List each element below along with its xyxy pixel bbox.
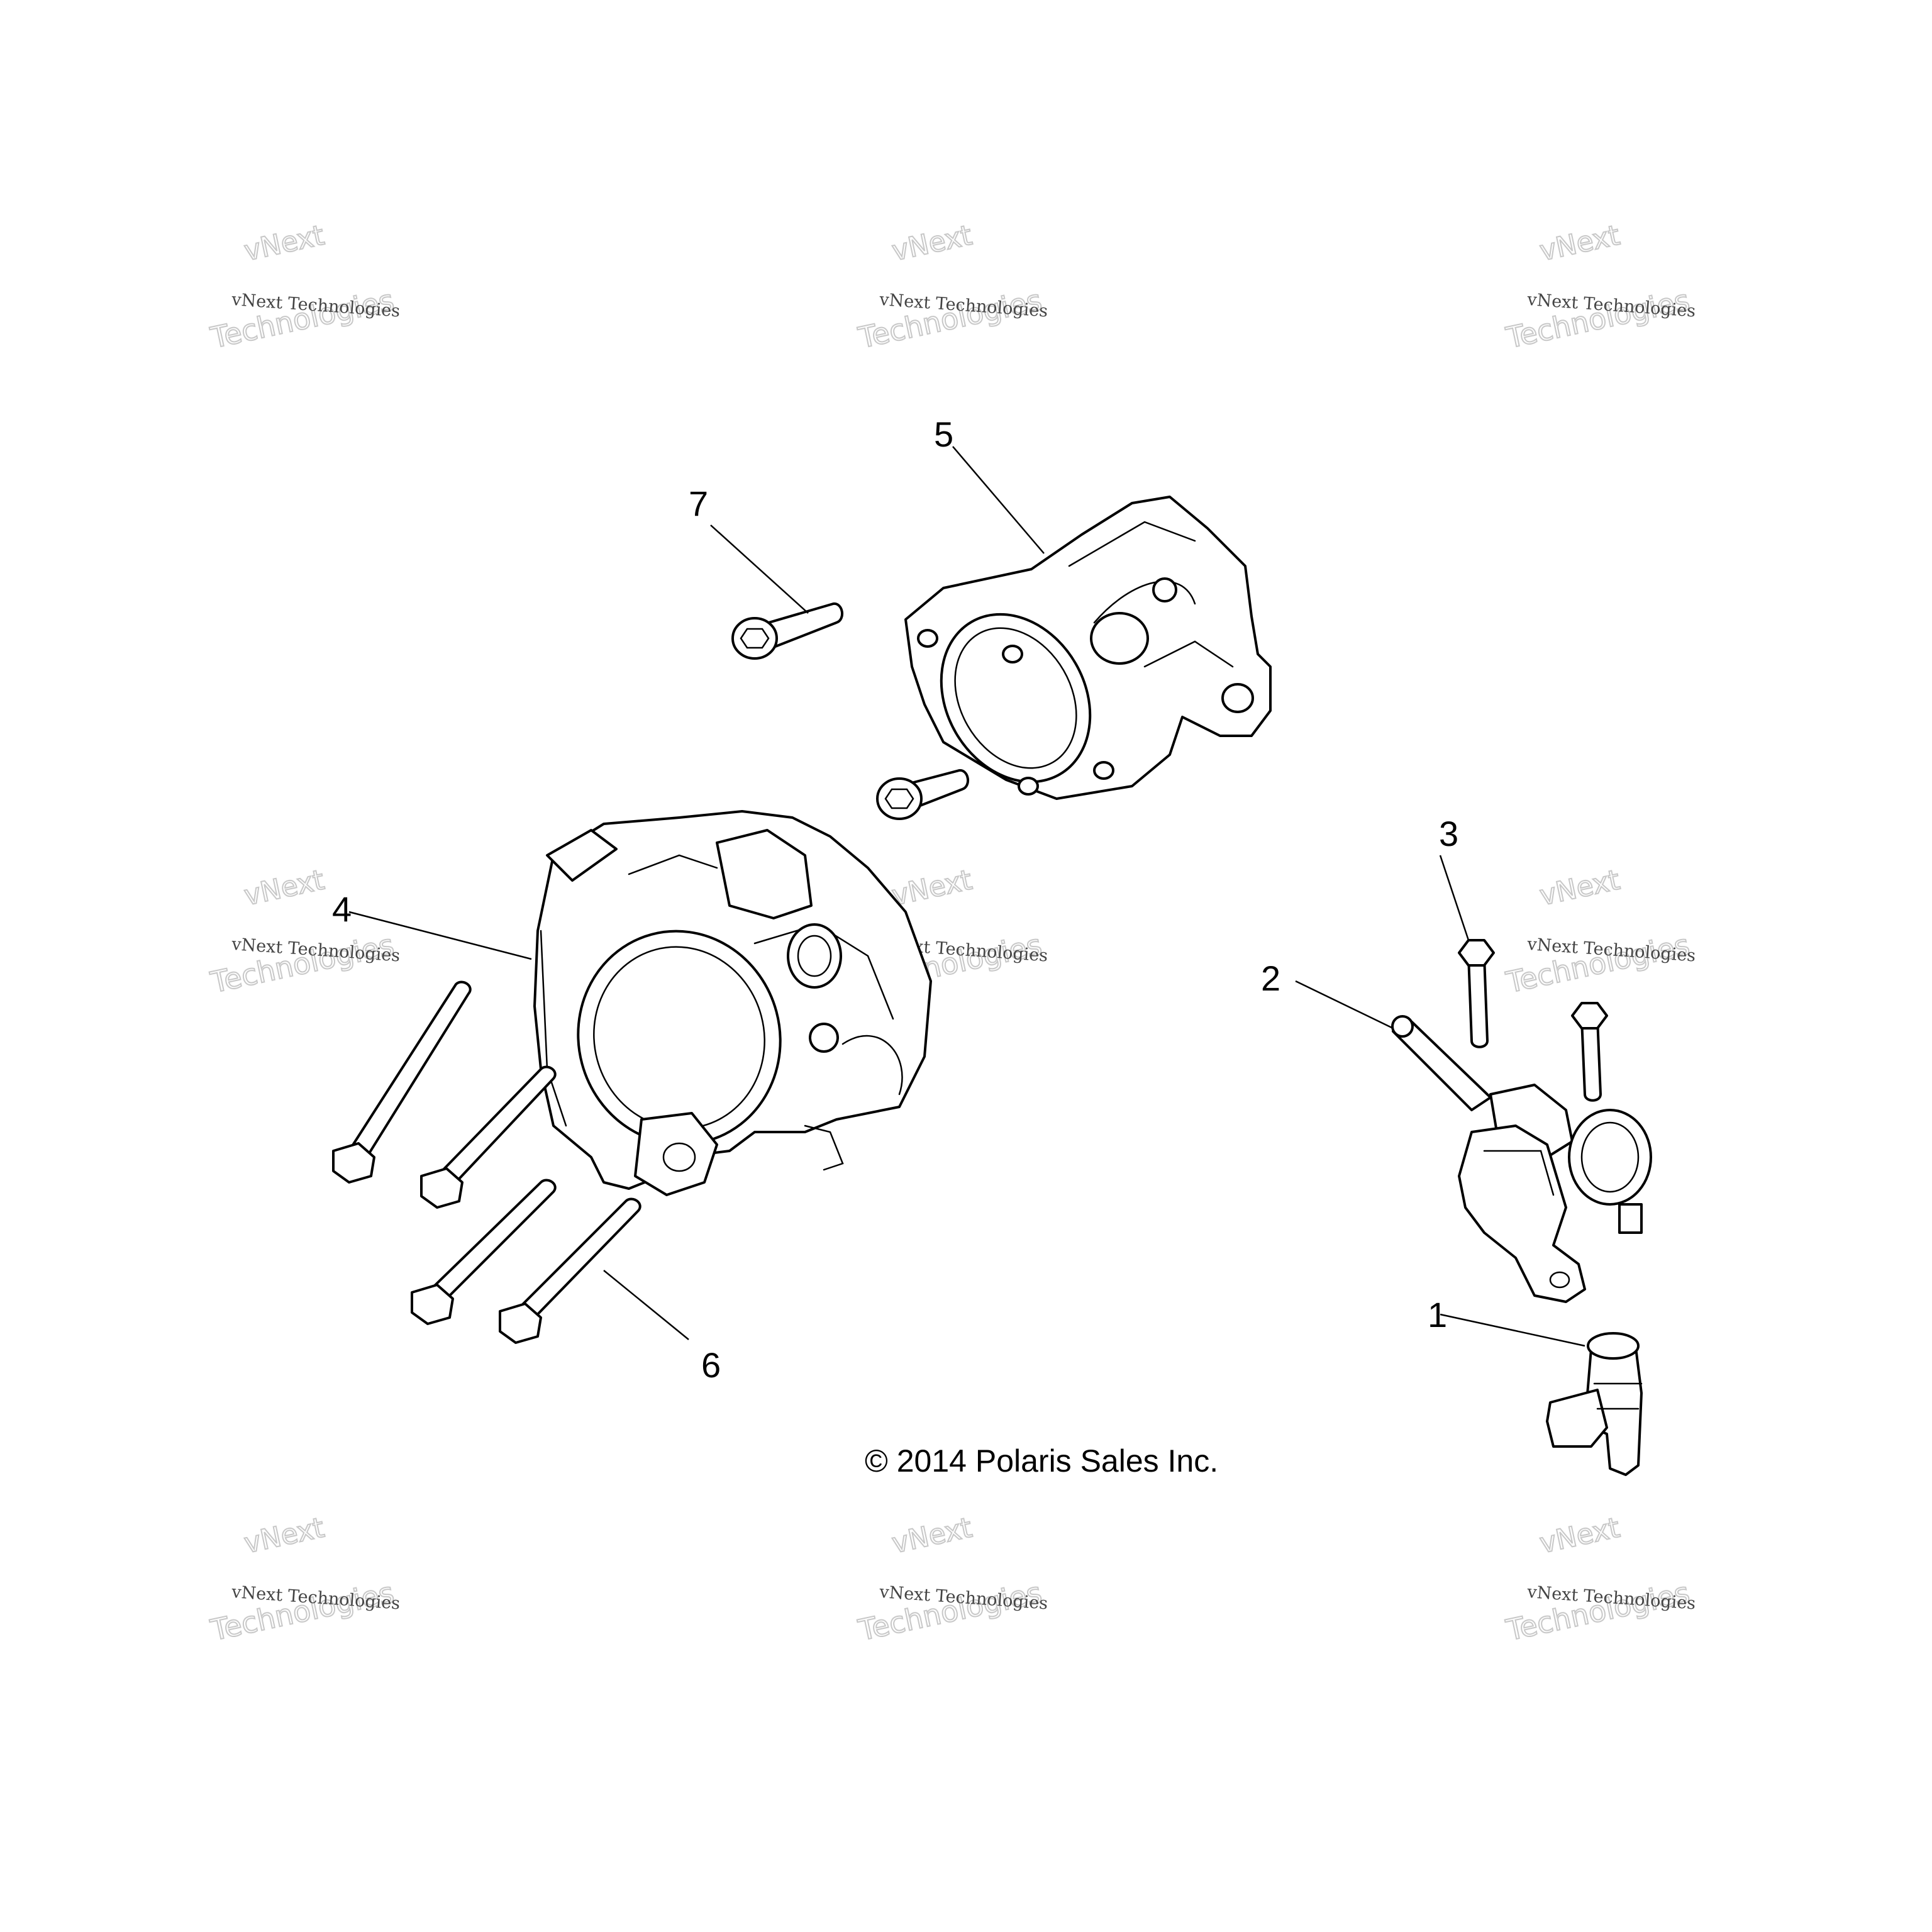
watermark-bottom-left: vNext Technologies vNext Technologies	[207, 1511, 401, 1648]
callout-3: 3	[1439, 814, 1458, 853]
cap-screw-lower	[876, 769, 969, 820]
svg-text:vNext: vNext	[889, 219, 975, 268]
leader-line-4	[348, 911, 532, 960]
flange-bolt-3	[411, 1179, 557, 1325]
copyright-notice: © 2014 Polaris Sales Inc.	[865, 1443, 1218, 1479]
watermark-bottom-right: vNext Technologies vNext Technologies	[1502, 1511, 1696, 1648]
watermark-top-right: vNext Technologies vNext Technologies	[1502, 219, 1696, 356]
svg-text:vNext: vNext	[889, 864, 975, 913]
svg-text:vNext: vNext	[1537, 1512, 1623, 1560]
leader-lines	[348, 446, 1585, 1347]
watermark-top-center: vNext Technologies vNext Technologies	[855, 219, 1048, 356]
callout-4: 4	[332, 889, 352, 929]
callout-6: 6	[701, 1345, 721, 1385]
svg-text:vNext: vNext	[242, 219, 327, 268]
fuel-rail-screw-2	[1571, 1002, 1608, 1102]
callout-7: 7	[689, 484, 708, 523]
leader-line-6	[603, 1270, 689, 1340]
fuel-rail-screw-1	[1458, 939, 1495, 1048]
leader-line-2	[1295, 980, 1394, 1030]
intake-adapter	[904, 496, 1272, 800]
svg-text:vNext: vNext	[1537, 219, 1623, 268]
svg-text:vNext: vNext	[1537, 864, 1623, 913]
fuel-injector	[1546, 1332, 1643, 1476]
callout-1: 1	[1428, 1295, 1447, 1335]
cap-screw-upper	[731, 602, 843, 660]
watermark-bottom-center: vNext Technologies vNext Technologies	[855, 1511, 1048, 1648]
svg-text:vNext: vNext	[242, 864, 327, 913]
watermark-mid-left: vNext Technologies vNext Technologies	[207, 863, 401, 1001]
callout-2: 2	[1261, 958, 1280, 998]
leader-line-5	[952, 446, 1045, 554]
throttle-body	[533, 810, 932, 1196]
callout-5: 5	[934, 414, 953, 454]
flange-bolt-2	[420, 1065, 557, 1209]
fuel-rail	[1391, 1015, 1652, 1303]
watermark-top-left: vNext Technologies vNext Technologies	[207, 219, 401, 356]
watermark-mid-right: vNext Technologies vNext Technologies	[1502, 863, 1696, 1001]
svg-text:vNext: vNext	[889, 1512, 975, 1560]
leader-line-7	[710, 525, 809, 614]
leader-line-3	[1439, 855, 1470, 941]
leader-line-1	[1440, 1313, 1585, 1347]
flange-bolt-1	[332, 980, 472, 1184]
svg-text:vNext: vNext	[242, 1512, 327, 1560]
flange-bolt-4	[499, 1197, 641, 1344]
callouts: 5 7 4 3 2 6 1	[332, 414, 1458, 1385]
